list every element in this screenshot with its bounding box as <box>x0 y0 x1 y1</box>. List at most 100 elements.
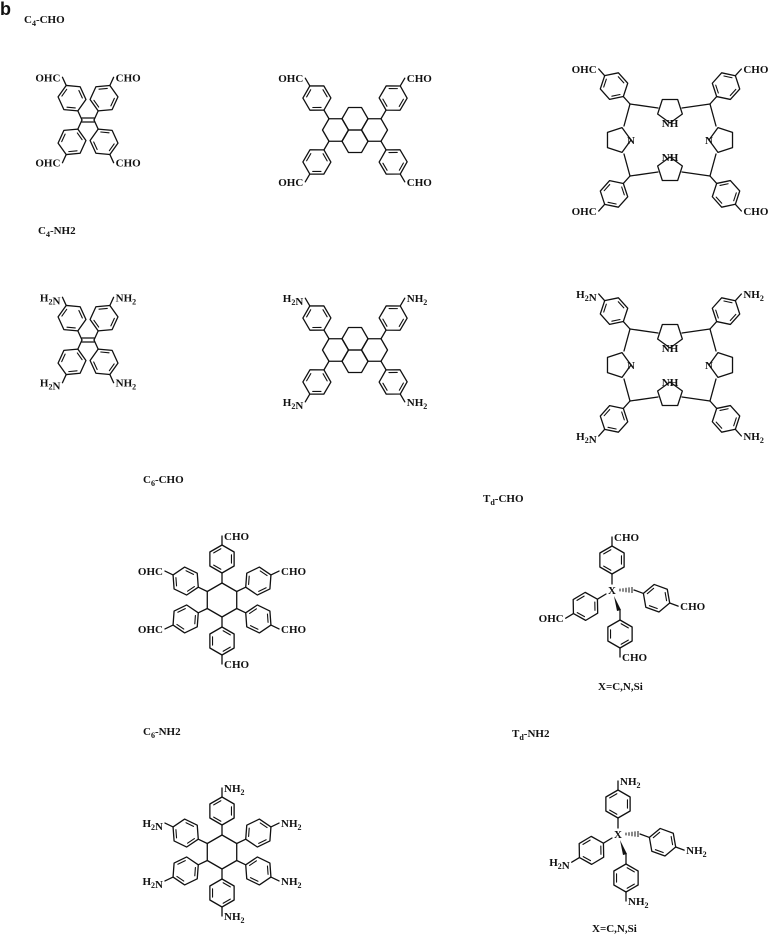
double-bond-line <box>611 318 621 322</box>
benzene-ring <box>245 818 272 848</box>
pyrrole-nh-atom: NH <box>662 152 679 164</box>
bond-line <box>598 428 606 437</box>
double-bond-line <box>98 307 108 310</box>
aldehyde-label: CHO <box>116 72 142 84</box>
double-bond-line <box>194 614 196 625</box>
bond-line <box>164 570 174 576</box>
amine-label: H2N <box>576 289 597 304</box>
amine-label: NH2 <box>628 896 649 910</box>
pyrrole-nh-atom: NH <box>662 377 679 389</box>
benzene-ring <box>378 305 408 331</box>
double-bond-line <box>266 865 269 875</box>
imine-n-atom: N <box>627 135 635 147</box>
amine-label: H2N <box>549 857 570 872</box>
double-bond-line <box>654 849 664 854</box>
bond-line <box>598 68 606 77</box>
wedge-bond <box>620 840 627 855</box>
benzene-ring <box>302 149 332 175</box>
double-bond-line <box>621 411 625 421</box>
double-bond-line <box>322 309 328 318</box>
benzene-ring <box>245 856 272 886</box>
bond-line <box>709 400 718 410</box>
central-benzene-ring <box>206 834 238 870</box>
double-bond-line <box>76 352 83 361</box>
benzene-ring <box>209 626 235 656</box>
double-bond-line <box>609 793 618 799</box>
benzene-ring <box>711 179 741 208</box>
pyrrole-ring <box>708 126 734 154</box>
heading-c6-cho: C6-CHO <box>143 474 184 488</box>
benzene-ring <box>642 583 671 613</box>
bond-line <box>93 330 99 341</box>
double-bond-line <box>603 565 612 571</box>
bond-line <box>709 103 717 127</box>
double-bond-line <box>609 809 618 815</box>
bond-line <box>565 612 575 619</box>
center-x-atom: X <box>608 585 616 597</box>
benzene-ring <box>599 72 629 101</box>
bond-line <box>380 329 387 340</box>
double-bond-line <box>213 816 222 822</box>
double-bond-line <box>382 162 388 171</box>
benzene-ring <box>245 604 272 634</box>
double-bond-line <box>617 301 625 309</box>
double-bond-line <box>670 835 674 846</box>
amine-label: NH2 <box>224 783 245 797</box>
bond-line <box>61 153 67 164</box>
double-bond-line <box>398 318 404 327</box>
double-bond-line <box>582 839 591 845</box>
double-bond-line <box>61 308 68 317</box>
double-bond-line <box>723 75 733 79</box>
double-bond-line <box>306 373 312 382</box>
bond-line <box>399 297 406 307</box>
amine-label: NH2 <box>407 397 428 411</box>
bond-line <box>109 373 115 384</box>
double-bond-line <box>61 133 66 143</box>
benzene-ring <box>245 566 272 596</box>
bond-line <box>323 140 330 151</box>
bond-line <box>77 110 83 121</box>
double-bond-line <box>617 76 625 84</box>
benzene-ring <box>599 297 629 326</box>
aldehyde-label: CHO <box>743 64 769 76</box>
bond-line <box>197 607 208 614</box>
benzene-ring <box>599 404 629 433</box>
bond-line <box>669 602 679 607</box>
benzene-ring <box>172 818 199 848</box>
bond-line <box>623 328 631 352</box>
double-bond-line <box>322 373 328 382</box>
imine-n-atom: N <box>705 360 713 372</box>
double-bond-line <box>603 78 607 88</box>
aldehyde-label: OHC <box>572 206 597 218</box>
aldehyde-label: CHO <box>407 177 433 189</box>
pyrene-ring <box>360 338 389 362</box>
benzene-ring <box>57 348 87 376</box>
bond-line <box>623 103 631 127</box>
double-bond-line <box>177 860 186 865</box>
bond-line <box>61 373 67 384</box>
bond-line <box>304 77 311 87</box>
double-bond-line <box>576 612 586 618</box>
double-bond-line <box>603 549 612 555</box>
bond-line <box>622 175 631 185</box>
bond-line <box>734 203 743 212</box>
double-bond-line <box>648 605 658 610</box>
aldehyde-label: CHO <box>281 566 307 578</box>
double-bond-line <box>258 587 267 592</box>
double-bond-line <box>185 570 195 575</box>
double-bond-line <box>176 875 185 882</box>
pyrrole-ring <box>606 126 632 154</box>
double-bond-line <box>266 613 269 623</box>
amine-label: H2N <box>576 431 597 446</box>
bond-line <box>93 119 99 130</box>
benzene-ring <box>89 84 119 112</box>
bond-line <box>598 293 606 302</box>
benzene-ring <box>209 796 235 826</box>
bond-line <box>629 328 659 334</box>
aldehyde-label: CHO <box>116 158 142 170</box>
amine-label: NH2 <box>407 293 428 307</box>
double-bond-line <box>78 309 83 319</box>
double-bond-line <box>652 831 661 839</box>
